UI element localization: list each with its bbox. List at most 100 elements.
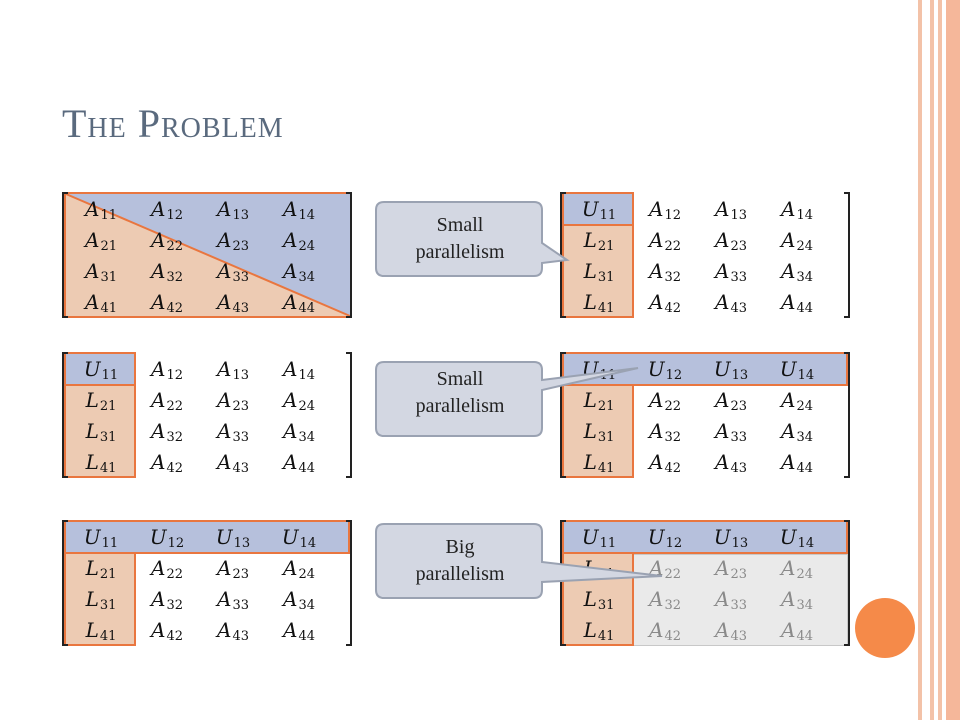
cell-index: 44 bbox=[796, 461, 813, 476]
matrix-cell: A41 bbox=[68, 287, 134, 317]
cell-letter: L bbox=[583, 587, 597, 611]
matrix-cell: A43 bbox=[698, 447, 764, 477]
matrix-cell: L31 bbox=[68, 584, 134, 614]
matrix-cell: L41 bbox=[68, 447, 134, 477]
cell-letter: A bbox=[151, 357, 166, 381]
cell-letter: A bbox=[649, 388, 664, 412]
matrix-cell: A42 bbox=[632, 287, 698, 317]
cell-letter: L bbox=[583, 259, 597, 283]
callout-small-parallelism-1: Small parallelism bbox=[370, 196, 570, 288]
cell-letter: A bbox=[649, 618, 664, 642]
cell-index: 34 bbox=[796, 270, 813, 285]
cell-letter: A bbox=[151, 290, 166, 314]
matrix-cell: L31 bbox=[68, 416, 134, 446]
matrix-cell: A13 bbox=[200, 194, 266, 224]
matrix-cell: A22 bbox=[134, 225, 200, 255]
cell-index: 33 bbox=[232, 598, 249, 613]
matrix-cell: A42 bbox=[632, 447, 698, 477]
matrix-cell: A12 bbox=[134, 194, 200, 224]
cell-letter: U bbox=[647, 357, 665, 381]
matrix-cell: A23 bbox=[698, 385, 764, 415]
cell-index: 33 bbox=[730, 598, 747, 613]
matrix-cell: A44 bbox=[764, 615, 830, 645]
cell-index: 33 bbox=[730, 270, 747, 285]
matrix-cell: L31 bbox=[566, 256, 632, 286]
cell-index: 14 bbox=[298, 368, 315, 383]
row-update-matrix: U11U12U13U14L21A22A23A24L31A32A33A34L41A… bbox=[560, 352, 850, 478]
cell-index: 24 bbox=[298, 399, 315, 414]
matrix-cell: A33 bbox=[698, 256, 764, 286]
matrix-cell: A11 bbox=[68, 194, 134, 224]
callout-bubble bbox=[375, 201, 570, 277]
cell-index: 31 bbox=[597, 270, 615, 285]
u-row-fill bbox=[64, 520, 350, 554]
callout-small-parallelism-2: Small parallelism bbox=[370, 356, 639, 448]
cell-letter: L bbox=[583, 450, 597, 474]
cell-letter: A bbox=[715, 556, 730, 580]
matrix-cell: A44 bbox=[266, 287, 332, 317]
cell-letter: A bbox=[283, 556, 298, 580]
callout-text-line: parallelism bbox=[415, 395, 505, 417]
cell-index: 13 bbox=[232, 368, 249, 383]
matrix-cell: A23 bbox=[200, 225, 266, 255]
matrix-cell: A33 bbox=[698, 416, 764, 446]
decorative-orange-circle bbox=[855, 598, 915, 658]
cell-letter: A bbox=[715, 618, 730, 642]
cell-letter: A bbox=[283, 228, 298, 252]
cell-index: 41 bbox=[597, 301, 615, 316]
matrix-cell: A14 bbox=[764, 194, 830, 224]
matrix-cell: A43 bbox=[698, 615, 764, 645]
cell-index: 11 bbox=[100, 208, 117, 223]
cell-index: 23 bbox=[232, 239, 249, 254]
matrix-cell: U13 bbox=[698, 354, 764, 384]
cell-index: 32 bbox=[166, 430, 183, 445]
cell-index: 41 bbox=[597, 461, 615, 476]
matrix-cell: A31 bbox=[68, 256, 134, 286]
right-bracket bbox=[346, 192, 352, 318]
cell-letter: U bbox=[713, 357, 731, 381]
matrix-cell: L21 bbox=[566, 385, 632, 415]
matrix-cell: A22 bbox=[134, 385, 200, 415]
matrix-cell: A13 bbox=[698, 194, 764, 224]
cell-letter: A bbox=[217, 618, 232, 642]
cell-index: 33 bbox=[730, 430, 747, 445]
cell-letter: A bbox=[283, 357, 298, 381]
cell-letter: A bbox=[217, 228, 232, 252]
cell-index: 31 bbox=[99, 430, 117, 445]
cell-letter: A bbox=[715, 388, 730, 412]
matrix-cell: L21 bbox=[68, 385, 134, 415]
matrix-cell: A34 bbox=[764, 416, 830, 446]
cell-letter: A bbox=[715, 450, 730, 474]
cell-index: 33 bbox=[232, 430, 249, 445]
matrix-cell: U13 bbox=[200, 522, 266, 552]
matrix-cell: A24 bbox=[266, 553, 332, 583]
cell-index: 43 bbox=[232, 461, 249, 476]
matrix-cell: A32 bbox=[134, 256, 200, 286]
cell-letter: A bbox=[151, 618, 166, 642]
cell-index: 42 bbox=[664, 629, 681, 644]
cell-index: 11 bbox=[599, 208, 617, 223]
cell-index: 14 bbox=[797, 536, 815, 551]
matrix-cell: A34 bbox=[266, 584, 332, 614]
cell-index: 41 bbox=[597, 629, 615, 644]
slide-title: The Problem bbox=[62, 101, 284, 146]
cell-letter: A bbox=[151, 228, 166, 252]
cell-index: 44 bbox=[298, 301, 315, 316]
cell-letter: A bbox=[151, 450, 166, 474]
cell-index: 42 bbox=[664, 301, 681, 316]
matrix-cell: A33 bbox=[698, 584, 764, 614]
matrix-cell: A22 bbox=[632, 553, 698, 583]
cell-index: 22 bbox=[166, 239, 183, 254]
cell-index: 34 bbox=[298, 598, 315, 613]
cell-letter: A bbox=[151, 388, 166, 412]
cell-index: 43 bbox=[730, 301, 747, 316]
cell-letter: A bbox=[151, 556, 166, 580]
cell-letter: A bbox=[217, 259, 232, 283]
cell-letter: U bbox=[215, 525, 233, 549]
cell-letter: A bbox=[217, 388, 232, 412]
matrix-cell: A21 bbox=[68, 225, 134, 255]
cell-letter: A bbox=[283, 618, 298, 642]
matrix-cell: L41 bbox=[566, 615, 632, 645]
cell-index: 31 bbox=[100, 270, 117, 285]
